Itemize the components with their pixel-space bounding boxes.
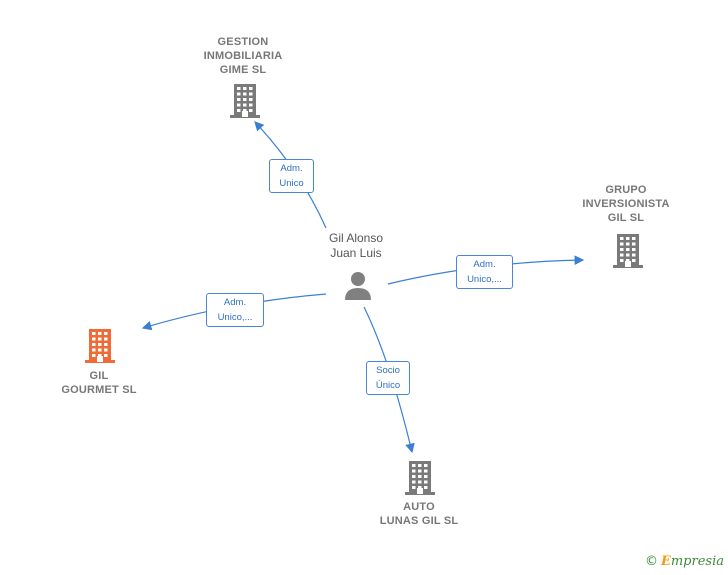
edge-label-auto-lunas[interactable]: Socio Único xyxy=(366,361,410,395)
edge-label-grupo[interactable]: Adm. Unico,... xyxy=(456,255,513,289)
copyright-icon: © xyxy=(644,554,658,569)
company-label-grupo[interactable]: GRUPO INVERSIONISTA GIL SL xyxy=(576,183,676,225)
person-name: Gil Alonso Juan Luis xyxy=(311,231,401,261)
company-label-line: GIME SL xyxy=(219,64,267,76)
company-label-line: AUTO xyxy=(403,501,435,513)
company-label-line: LUNAS GIL SL xyxy=(379,515,459,527)
building-icon-auto-lunas[interactable] xyxy=(404,460,436,496)
person-name-line2: Juan Luis xyxy=(330,246,382,260)
edge-label-line: Adm. xyxy=(473,259,496,270)
company-label-gestion[interactable]: GESTION INMOBILIARIA GIME SL xyxy=(193,35,293,77)
company-label-line: GIL xyxy=(89,370,109,382)
company-label-line: GIL SL xyxy=(607,212,645,224)
empresia-credit[interactable]: ©Empresia xyxy=(645,554,724,569)
company-label-line: INMOBILIARIA xyxy=(203,50,283,62)
edge-label-line: Unico,... xyxy=(217,312,253,323)
company-label-line: GESTION xyxy=(217,36,269,48)
building-icon-gil-gourmet[interactable] xyxy=(84,328,116,364)
company-label-auto-lunas[interactable]: AUTO LUNAS GIL SL xyxy=(364,500,474,528)
edge-label-gestion[interactable]: Adm. Unico xyxy=(269,159,314,193)
brand-initial: E xyxy=(660,554,671,569)
company-label-line: GRUPO xyxy=(605,184,647,196)
edge-label-line: Unico xyxy=(279,178,304,189)
edge-label-line: Socio xyxy=(376,365,400,376)
person-icon[interactable] xyxy=(343,270,373,300)
building-icon-grupo[interactable] xyxy=(612,233,644,269)
company-label-line: INVERSIONISTA xyxy=(582,198,670,210)
edge-label-line: Único xyxy=(375,380,401,391)
company-label-gil-gourmet[interactable]: GIL GOURMET SL xyxy=(44,369,154,397)
edge-label-gil-gourmet[interactable]: Adm. Unico,... xyxy=(206,293,264,327)
person-name-line1: Gil Alonso xyxy=(328,231,384,245)
edge-label-line: Adm. xyxy=(280,163,303,174)
brand-name: mpresia xyxy=(670,554,724,569)
edge-label-line: Unico,... xyxy=(467,274,502,285)
company-label-line: GOURMET SL xyxy=(61,384,137,396)
building-icon-gestion[interactable] xyxy=(229,83,261,119)
edge-label-line: Adm. xyxy=(223,297,247,308)
